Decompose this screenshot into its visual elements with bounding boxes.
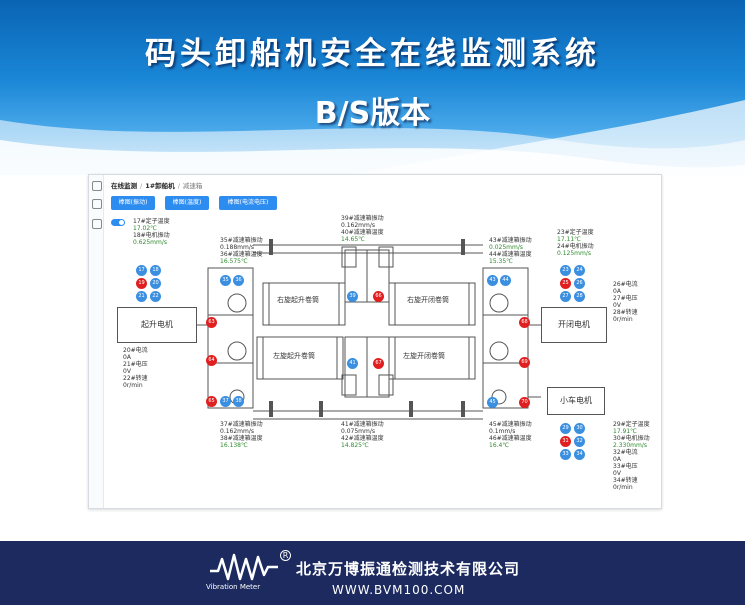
sensor-dot[interactable]: 36 <box>233 275 244 286</box>
wave-decoration <box>0 100 745 175</box>
vibration-meter-logo-icon <box>210 553 278 581</box>
hero-banner: 码头卸船机安全在线监测系统 B/S版本 <box>0 0 745 175</box>
sensor-dot[interactable]: 64 <box>206 355 217 366</box>
sensor-dot[interactable]: 66 <box>373 291 384 302</box>
sensor-dot[interactable]: 23 <box>560 265 571 276</box>
sensor-dot[interactable]: 20 <box>150 278 161 289</box>
sensor-dot[interactable]: 32 <box>574 436 585 447</box>
machinery-diagram <box>197 239 541 420</box>
sensor-dot[interactable]: 65 <box>206 396 217 407</box>
sensor-dot[interactable]: 69 <box>519 357 530 368</box>
tab-current-voltage-bar[interactable]: 棒图(电流电压) <box>219 196 277 210</box>
sensor-dot[interactable]: 25 <box>560 278 571 289</box>
sensor-dot[interactable]: 33 <box>560 449 571 460</box>
sensor-dot[interactable]: 63 <box>206 317 217 328</box>
sensor-dot[interactable]: 44 <box>500 275 511 286</box>
sensor-dot[interactable]: 39 <box>347 291 358 302</box>
hoist-motor-box[interactable]: 起升电机 <box>117 307 197 343</box>
sensor-dot[interactable]: 29 <box>560 423 571 434</box>
monitor-panel: 在线监测/1#卸船机/减速箱 棒图(振动) 棒图(温度) 棒图(电流电压) <box>88 174 662 509</box>
page-subtitle: B/S版本 <box>314 96 431 131</box>
sensor-dot[interactable]: 28 <box>574 291 585 302</box>
side-toolbar <box>89 175 104 508</box>
breadcrumb-item[interactable]: 在线监测 <box>111 182 137 190</box>
sensor-dot[interactable]: 34 <box>574 449 585 460</box>
sensor-dot[interactable]: 30 <box>574 423 585 434</box>
company-url[interactable]: WWW.BVM100.COM <box>332 583 466 597</box>
home-icon[interactable] <box>92 181 102 191</box>
sensor-dot[interactable]: 41 <box>347 358 358 369</box>
sensor-dot[interactable]: 31 <box>560 436 571 447</box>
document-icon[interactable] <box>92 219 102 229</box>
sensor-dot[interactable]: 45 <box>487 397 498 408</box>
registered-mark: R <box>280 550 291 561</box>
sensor-dot[interactable]: 70 <box>519 397 530 408</box>
sensor-dot[interactable]: 21 <box>136 291 147 302</box>
breadcrumb-current: 减速箱 <box>182 182 203 190</box>
sensor-dot[interactable]: 35 <box>220 275 231 286</box>
drum-label: 右旋开闭卷筒 <box>407 296 449 304</box>
open-close-motor-box[interactable]: 开闭电机 <box>541 307 607 343</box>
sensor-dot[interactable]: 18 <box>150 265 161 276</box>
sensor-dot[interactable]: 27 <box>560 291 571 302</box>
sensor-dot[interactable]: 22 <box>150 291 161 302</box>
sensor-dot[interactable]: 19 <box>136 278 147 289</box>
drum-label: 左旋开闭卷筒 <box>403 352 445 360</box>
sensor-dot[interactable]: 38 <box>233 396 244 407</box>
page-title: 码头卸船机安全在线监测系统 <box>145 36 600 72</box>
breadcrumb-item[interactable]: 1#卸船机 <box>145 182 175 190</box>
trolley-motor-box[interactable]: 小车电机 <box>547 387 605 415</box>
sensor-dot[interactable]: 26 <box>574 278 585 289</box>
settings-icon[interactable] <box>92 199 102 209</box>
company-footer: R Vibration Meter 北京万博振通检测技术有限公司 WWW.BVM… <box>0 541 745 605</box>
display-toggle[interactable] <box>111 219 125 226</box>
company-name: 北京万博振通检测技术有限公司 <box>296 560 521 578</box>
sensor-dot[interactable]: 17 <box>136 265 147 276</box>
drum-label: 左旋起升卷筒 <box>273 352 315 360</box>
sensor-dot[interactable]: 68 <box>519 317 530 328</box>
drum-label: 右旋起升卷筒 <box>277 296 319 304</box>
sensor-dot[interactable]: 24 <box>574 265 585 276</box>
brand-name: Vibration Meter <box>206 583 261 591</box>
breadcrumb: 在线监测/1#卸船机/减速箱 <box>111 182 203 190</box>
sensor-dot[interactable]: 43 <box>487 275 498 286</box>
sensor-dot[interactable]: 37 <box>220 396 231 407</box>
tab-vibration-bar[interactable]: 棒图(振动) <box>111 196 155 210</box>
sensor-dot[interactable]: 67 <box>373 358 384 369</box>
tab-temperature-bar[interactable]: 棒图(温度) <box>165 196 209 210</box>
